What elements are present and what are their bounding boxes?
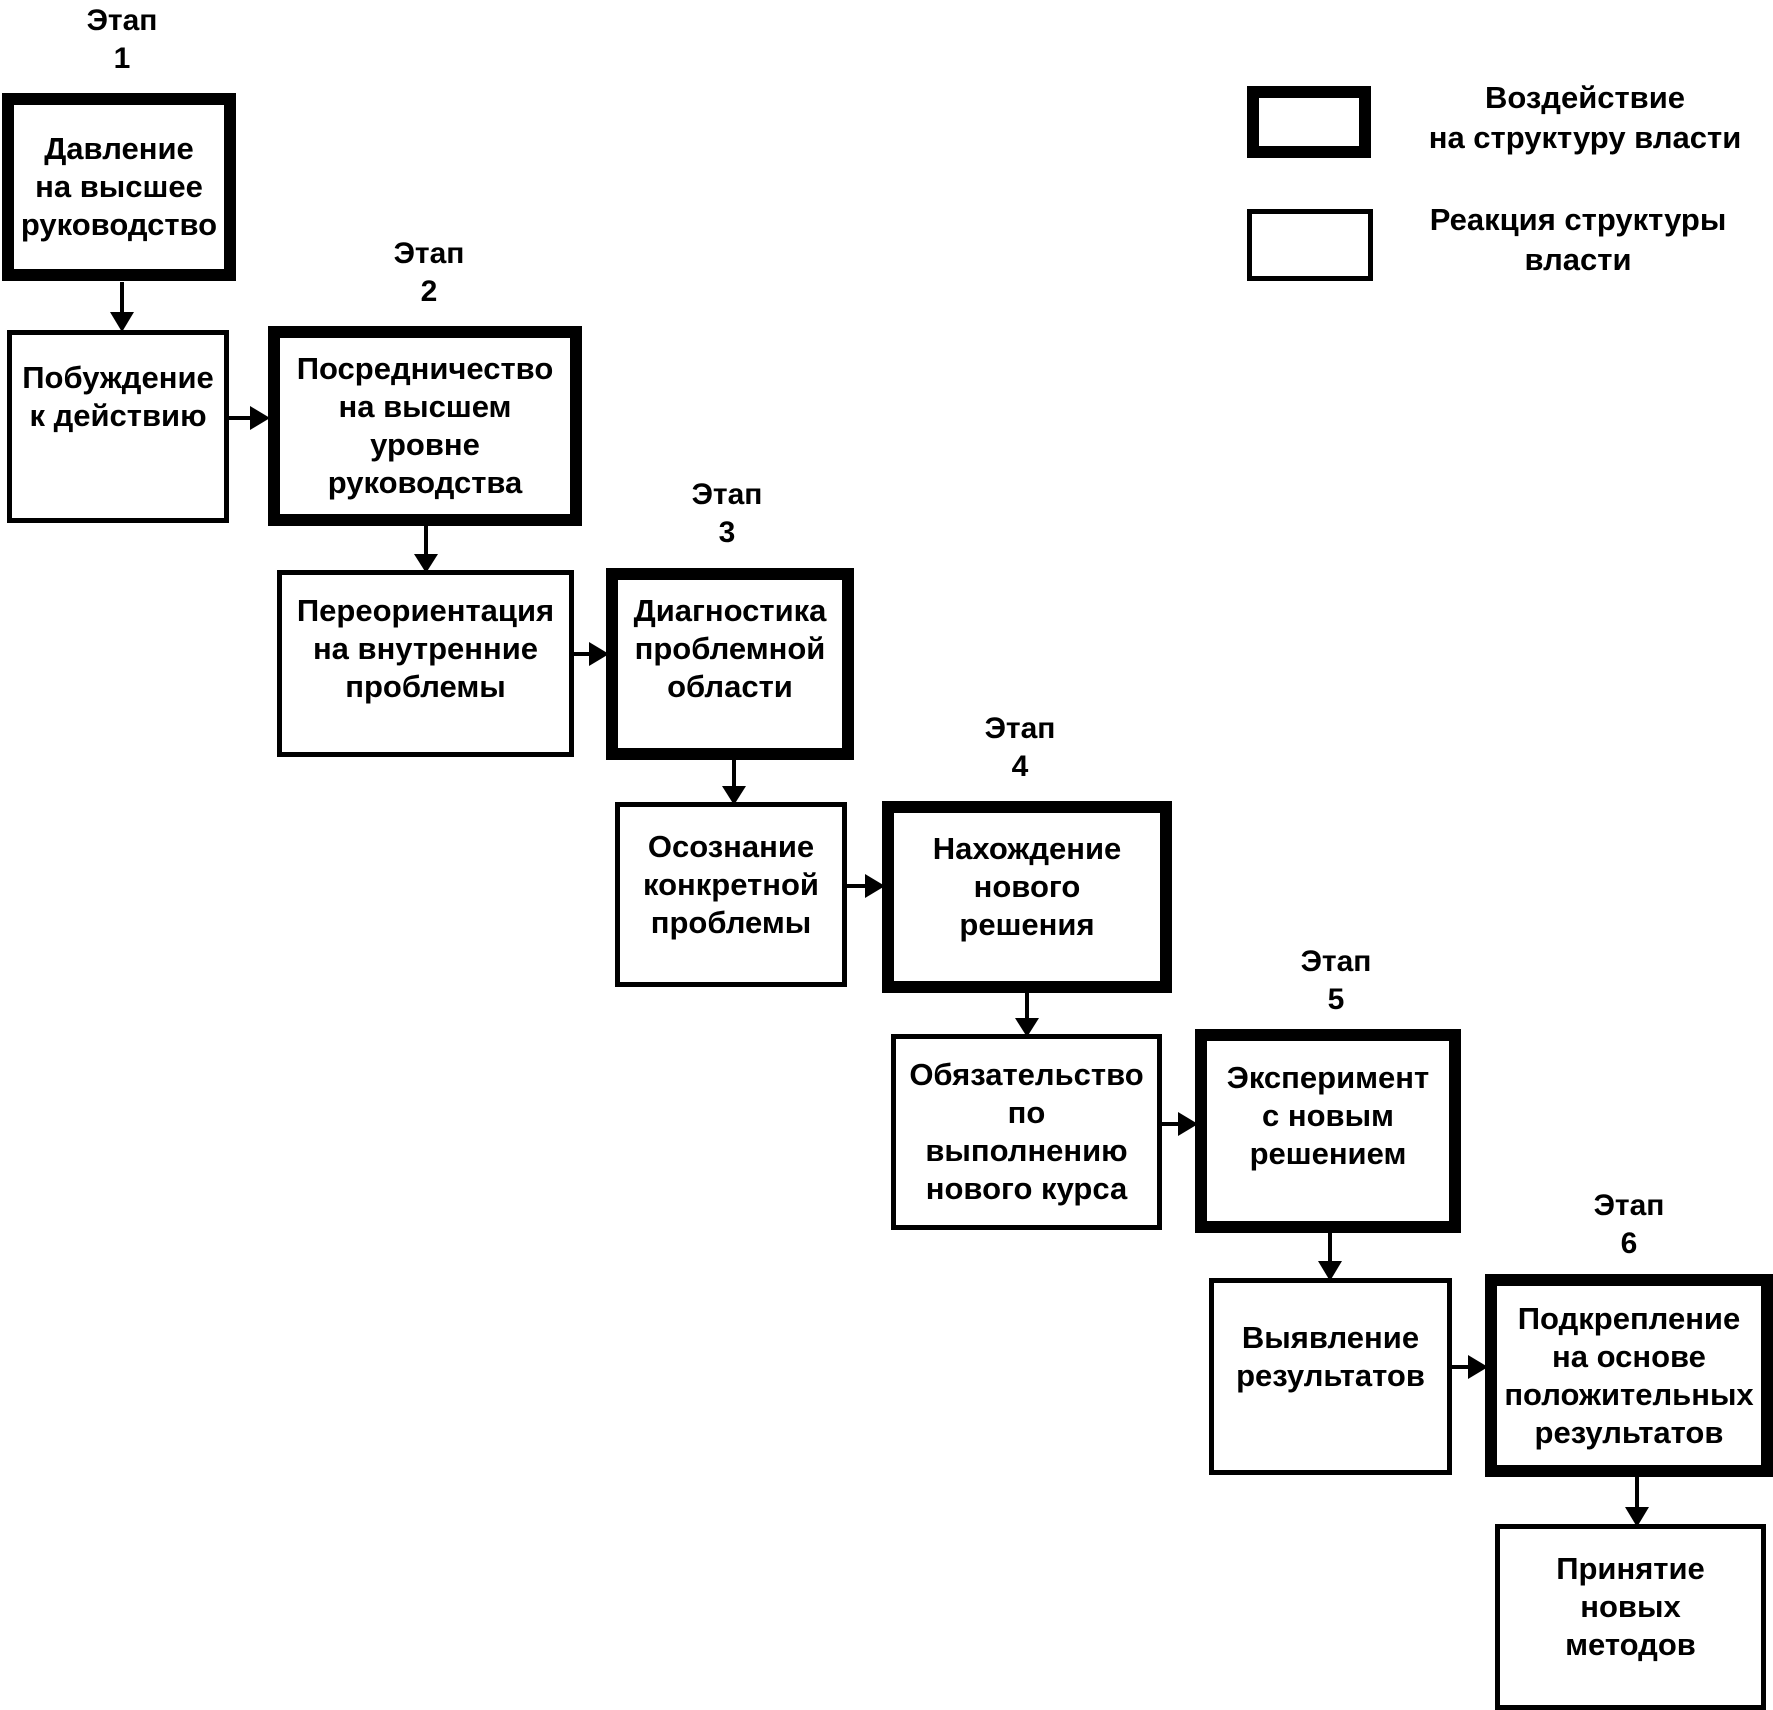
arrowhead-6 xyxy=(1625,1507,1649,1527)
box-reinforcement-text: Подкрепление на основе положительных рез… xyxy=(1504,1300,1754,1450)
arrowhead-3 xyxy=(722,786,746,805)
arrowhead-4 xyxy=(1015,1018,1039,1037)
box-motivation-to-act: Побуждение к действию xyxy=(7,330,229,523)
box-pressure-text: Давление на высшее руководство xyxy=(20,131,218,242)
stage-6-label: Этап 6 xyxy=(1593,1189,1665,1260)
arrowhead-2 xyxy=(414,554,438,573)
stage-4-label: Этап 4 xyxy=(984,712,1056,783)
legend-reaction-label: Реакция структуры власти xyxy=(1429,202,1727,277)
stage-3-label: Этап 3 xyxy=(691,478,763,549)
box-results-text: Выявление результатов xyxy=(1236,1319,1425,1393)
box-motivation-text: Побуждение к действию xyxy=(22,359,214,433)
box-commitment-text: Обязательство по выполнению нового курса xyxy=(909,1057,1144,1206)
legend-influence-swatch xyxy=(1247,86,1371,158)
box-identifying-results: Выявление результатов xyxy=(1209,1278,1452,1475)
legend-influence-label: Воздействие на структуру власти xyxy=(1428,80,1742,155)
arrowhead-10 xyxy=(1178,1112,1198,1136)
arrowhead-5 xyxy=(1318,1261,1342,1281)
box-reorientation-internal-problems: Переориентация на внутренние проблемы xyxy=(277,570,574,757)
box-awareness-text: Осознание конкретной проблемы xyxy=(643,828,819,940)
stage-2-label: Этап 2 xyxy=(393,237,465,308)
box-top-level-mediation: Посредничество на высшем уровне руководс… xyxy=(268,326,582,526)
stage-5-label: Этап 5 xyxy=(1300,945,1372,1016)
box-finding-text: Нахождение нового решения xyxy=(932,831,1122,942)
box-adoption-new-methods: Принятие новых методов xyxy=(1495,1524,1766,1710)
box-experiment-new-solution: Эксперимент с новым решением xyxy=(1195,1029,1461,1233)
box-commitment-new-course: Обязательство по выполнению нового курса xyxy=(891,1034,1162,1230)
box-diagnostics-text: Диагностика проблемной области xyxy=(633,593,827,704)
box-adoption-text: Принятие новых методов xyxy=(1556,1551,1705,1662)
arrowhead-8 xyxy=(589,642,609,666)
legend-reaction-swatch xyxy=(1247,209,1373,281)
arrowhead-7 xyxy=(250,406,270,430)
box-mediation-text: Посредничество на высшем уровне руководс… xyxy=(296,351,554,500)
box-problem-area-diagnostics: Диагностика проблемной области xyxy=(606,568,854,760)
box-reorientation-text: Переориентация на внутренние проблемы xyxy=(296,592,555,704)
arrowhead-1 xyxy=(110,312,134,332)
stage-1-label: Этап 1 xyxy=(86,4,158,75)
box-specific-problem-awareness: Осознание конкретной проблемы xyxy=(615,802,847,987)
arrowhead-11 xyxy=(1468,1355,1488,1379)
box-pressure-on-top-management: Давление на высшее руководство xyxy=(2,93,236,281)
box-reinforcement-positive-results: Подкрепление на основе положительных рез… xyxy=(1485,1274,1773,1477)
box-finding-new-solution: Нахождение нового решения xyxy=(882,801,1172,993)
arrowhead-9 xyxy=(865,874,885,898)
box-experiment-text: Эксперимент с новым решением xyxy=(1226,1060,1430,1171)
